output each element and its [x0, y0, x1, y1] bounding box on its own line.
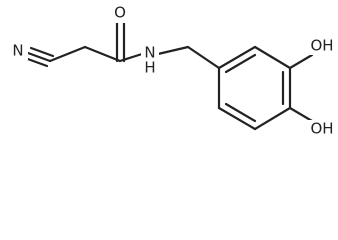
- bond-amide-n-to-benzyl-ch2: [156, 45, 190, 56]
- atom-label-nitrile-n: N: [12, 42, 23, 60]
- benzene-ring: [217, 45, 292, 131]
- bond-carbonyl-to-amide-n: [118, 52, 144, 63]
- bond-benzyl-ch2-to-ring: [186, 45, 221, 70]
- bond-ch2-to-carbonyl: [83, 45, 122, 63]
- nitrile-triple-bond: [23, 46, 55, 68]
- carbonyl-double-bond: [115, 21, 126, 63]
- atom-label-amide-h: H: [144, 59, 155, 77]
- bond-ring-to-oh-bottom: [288, 106, 314, 123]
- molecule-diagram: N O H N OH OH: [12, 3, 334, 138]
- bond-nitrile-c-to-ch2: [48, 45, 87, 63]
- atom-label-carbonyl-o: O: [114, 4, 126, 22]
- chemical-structure-canvas: N O H N OH OH: [12, 3, 334, 138]
- atom-label-amide-n: N: [144, 44, 155, 62]
- atom-label-hydroxyl-top: OH: [310, 37, 333, 55]
- atom-label-hydroxyl-bottom: OH: [310, 120, 333, 138]
- bond-ring-to-oh-top: [288, 53, 314, 70]
